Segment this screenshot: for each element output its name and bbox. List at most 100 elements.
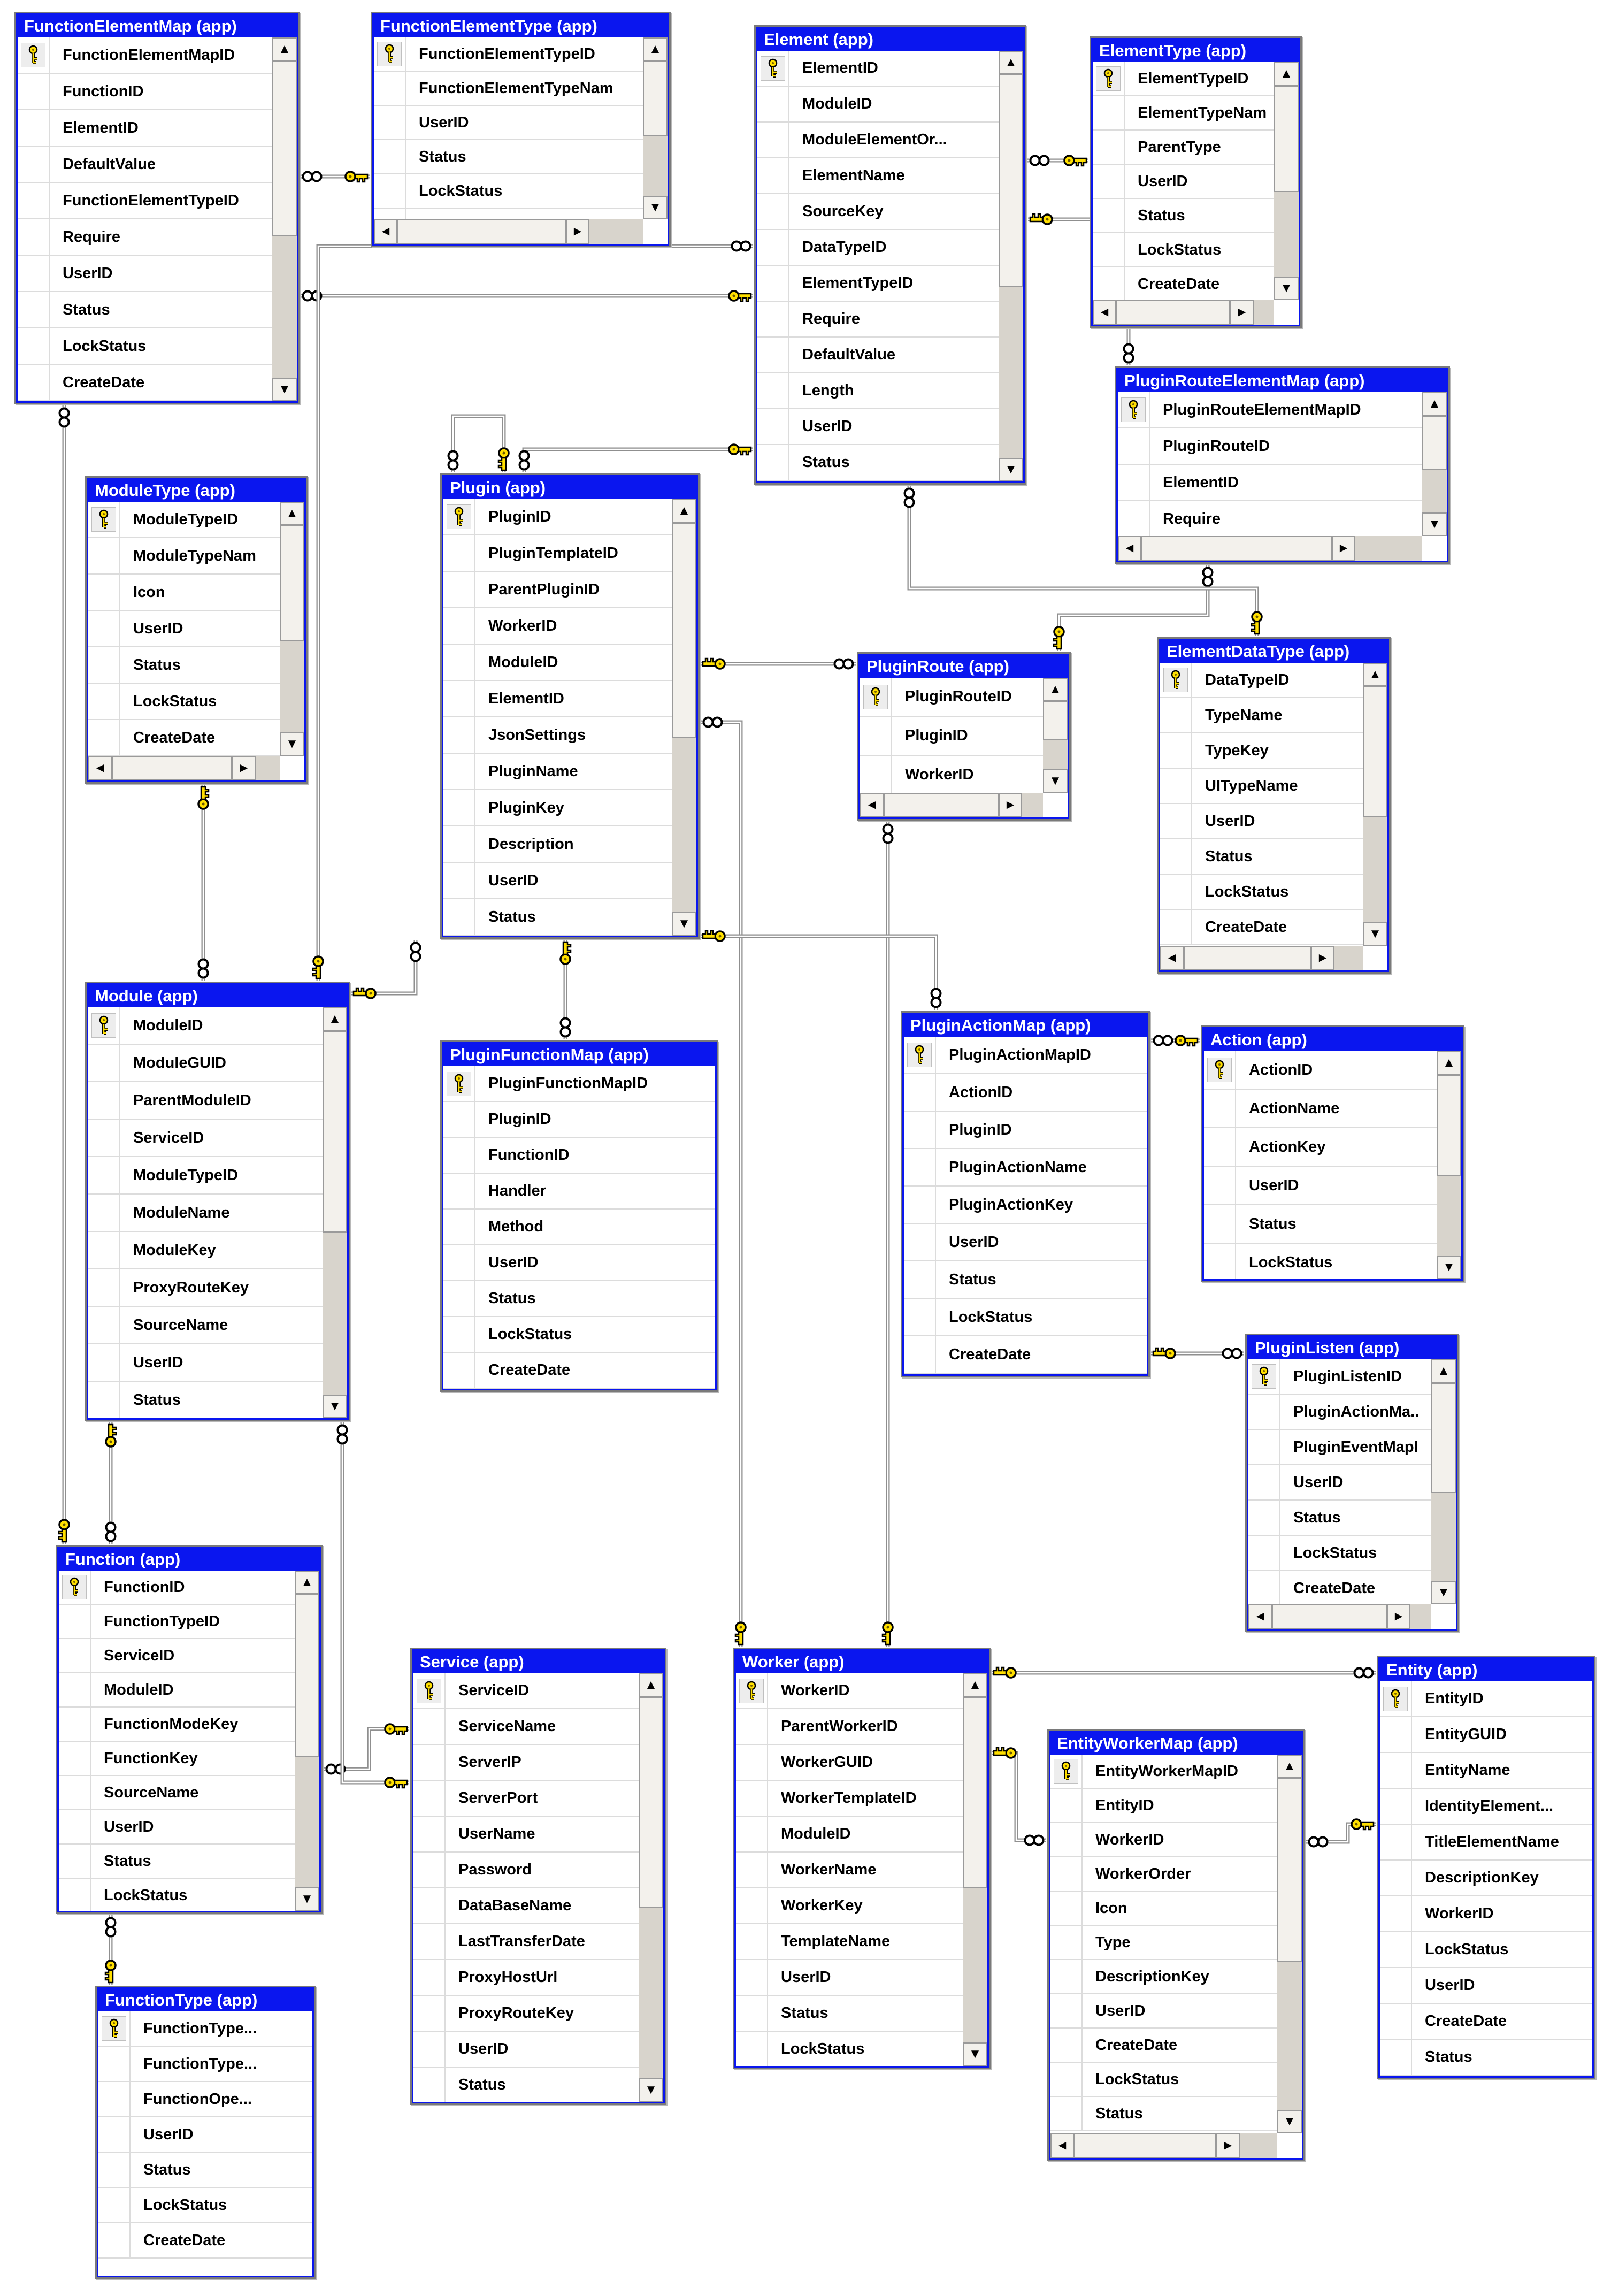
table-title-EntityWorkerMap[interactable]: EntityWorkerMap (app) (1050, 1732, 1302, 1755)
field-row-Element-DefaultValue[interactable]: DefaultValue (757, 338, 999, 373)
scroll-thumb[interactable] (1431, 1383, 1456, 1493)
field-row-Worker-UserID[interactable]: UserID (736, 1960, 963, 1996)
field-row-FunctionElementType-FunctionElementTypeID[interactable]: FunctionElementTypeID (374, 37, 643, 72)
scroll-up-button[interactable]: ▲ (1274, 62, 1299, 86)
field-row-FunctionElementMap-UserID[interactable]: UserID (18, 256, 272, 292)
field-row-PluginFunctionMap-Handler[interactable]: Handler (443, 1174, 715, 1210)
scroll-thumb[interactable] (672, 523, 696, 738)
scroll-up-button[interactable]: ▲ (643, 37, 668, 61)
table-title-Element[interactable]: Element (app) (757, 28, 1023, 51)
field-row-Service-DataBaseName[interactable]: DataBaseName (413, 1888, 639, 1924)
field-row-PluginActionMap-CreateDate[interactable]: CreateDate (904, 1336, 1147, 1374)
field-row-PluginListen-UserID[interactable]: UserID (1248, 1465, 1431, 1501)
field-row-Service-UserName[interactable]: UserName (413, 1817, 639, 1853)
field-row-ElementDataType-LockStatus[interactable]: LockStatus (1160, 875, 1363, 910)
table-title-PluginFunctionMap[interactable]: PluginFunctionMap (app) (443, 1044, 715, 1066)
field-row-Function-FunctionKey[interactable]: FunctionKey (59, 1742, 295, 1776)
field-row-Action-ActionName[interactable]: ActionName (1204, 1090, 1437, 1128)
field-row-Entity-Status[interactable]: Status (1380, 2040, 1592, 2076)
field-row-FunctionElementType-LockStatus[interactable]: LockStatus (374, 174, 643, 209)
scroll-thumb[interactable] (1272, 1604, 1387, 1629)
scroll-thumb[interactable] (1363, 686, 1387, 817)
field-row-FunctionType-FunctionType[interactable]: FunctionType... (98, 2047, 312, 2082)
table-title-Worker[interactable]: Worker (app) (736, 1651, 987, 1673)
vertical-scrollbar[interactable]: ▲▼ (1277, 1755, 1302, 2158)
scroll-left-button[interactable]: ◄ (1118, 536, 1141, 561)
field-row-EntityWorkerMap-EntityWorkerMapID[interactable]: EntityWorkerMapID (1050, 1755, 1277, 1789)
field-row-Function-LockStatus[interactable]: LockStatus (59, 1879, 295, 1911)
field-row-ElementDataType-CreateDate[interactable]: CreateDate (1160, 910, 1363, 945)
field-row-Plugin-PluginTemplateID[interactable]: PluginTemplateID (443, 535, 672, 572)
field-row-Plugin-ParentPluginID[interactable]: ParentPluginID (443, 572, 672, 608)
scroll-down-button[interactable]: ▼ (280, 732, 304, 756)
field-row-Entity-WorkerID[interactable]: WorkerID (1380, 1896, 1592, 1932)
field-row-ModuleType-Icon[interactable]: Icon (88, 575, 280, 611)
table-title-PluginListen[interactable]: PluginListen (app) (1248, 1337, 1456, 1359)
field-row-EntityWorkerMap-CreateDate[interactable]: CreateDate (1050, 2029, 1277, 2063)
scroll-right-button[interactable]: ► (999, 793, 1022, 817)
field-row-PluginRouteElementMap-ElementID[interactable]: ElementID (1118, 465, 1422, 501)
vertical-scrollbar[interactable]: ▲▼ (272, 37, 297, 401)
table-PluginFunctionMap[interactable]: PluginFunctionMap (app)PluginFunctionMap… (440, 1040, 718, 1392)
field-row-Plugin-JsonSettings[interactable]: JsonSettings (443, 717, 672, 754)
field-row-Plugin-PluginID[interactable]: PluginID (443, 499, 672, 535)
table-title-Service[interactable]: Service (app) (413, 1651, 663, 1673)
field-row-Worker-LockStatus[interactable]: LockStatus (736, 2032, 963, 2066)
field-row-PluginRoute-PluginID[interactable]: PluginID (860, 717, 1043, 756)
field-row-Element-ElementName[interactable]: ElementName (757, 158, 999, 194)
table-title-PluginRoute[interactable]: PluginRoute (app) (860, 655, 1068, 678)
scroll-down-button[interactable]: ▼ (1431, 1581, 1456, 1604)
field-row-FunctionType-FunctionOpe[interactable]: FunctionOpe... (98, 2082, 312, 2117)
field-row-PluginActionMap-LockStatus[interactable]: LockStatus (904, 1299, 1147, 1336)
field-row-Element-ElementID[interactable]: ElementID (757, 51, 999, 87)
field-row-ElementType-ParentType[interactable]: ParentType (1093, 131, 1274, 165)
scroll-up-button[interactable]: ▲ (272, 37, 297, 61)
field-row-Action-ActionKey[interactable]: ActionKey (1204, 1128, 1437, 1167)
field-row-Service-ServerPort[interactable]: ServerPort (413, 1781, 639, 1817)
field-row-Worker-WorkerName[interactable]: WorkerName (736, 1853, 963, 1888)
field-row-Module-ProxyRouteKey[interactable]: ProxyRouteKey (88, 1269, 323, 1307)
scroll-right-button[interactable]: ► (1311, 946, 1334, 970)
field-row-PluginFunctionMap-UserID[interactable]: UserID (443, 1245, 715, 1281)
table-title-FunctionElementMap[interactable]: FunctionElementMap (app) (18, 15, 297, 37)
scroll-left-button[interactable]: ◄ (88, 756, 112, 780)
field-row-ElementType-ElementTypeID[interactable]: ElementTypeID (1093, 62, 1274, 96)
field-row-Element-SourceKey[interactable]: SourceKey (757, 194, 999, 230)
field-row-Service-LastTransferDate[interactable]: LastTransferDate (413, 1924, 639, 1960)
field-row-EntityWorkerMap-Icon[interactable]: Icon (1050, 1892, 1277, 1926)
field-row-PluginFunctionMap-Status[interactable]: Status (443, 1281, 715, 1317)
field-row-Entity-EntityID[interactable]: EntityID (1380, 1681, 1592, 1717)
field-row-Module-ParentModuleID[interactable]: ParentModuleID (88, 1082, 323, 1120)
field-row-PluginRoute-PluginRouteID[interactable]: PluginRouteID (860, 678, 1043, 717)
field-row-Element-Require[interactable]: Require (757, 302, 999, 338)
field-row-Function-FunctionID[interactable]: FunctionID (59, 1571, 295, 1605)
field-row-Function-SourceName[interactable]: SourceName (59, 1776, 295, 1810)
scroll-up-button[interactable]: ▲ (1043, 678, 1068, 701)
horizontal-scrollbar[interactable]: ◄► (1093, 300, 1274, 325)
field-row-PluginActionMap-ActionID[interactable]: ActionID (904, 1074, 1147, 1112)
scroll-thumb[interactable] (1274, 86, 1299, 192)
field-row-EntityWorkerMap-Type[interactable]: Type (1050, 1926, 1277, 1960)
field-row-ElementType-ElementTypeNam[interactable]: ElementTypeNam (1093, 96, 1274, 131)
scroll-down-button[interactable]: ▼ (295, 1887, 319, 1911)
field-row-Worker-TemplateName[interactable]: TemplateName (736, 1924, 963, 1960)
scroll-left-button[interactable]: ◄ (1160, 946, 1184, 970)
field-row-EntityWorkerMap-Status[interactable]: Status (1050, 2097, 1277, 2131)
field-row-Module-SourceName[interactable]: SourceName (88, 1307, 323, 1344)
field-row-PluginListen-CreateDate[interactable]: CreateDate (1248, 1571, 1431, 1604)
field-row-ElementDataType-TypeName[interactable]: TypeName (1160, 698, 1363, 733)
table-title-Function[interactable]: Function (app) (59, 1548, 319, 1571)
field-row-Entity-DescriptionKey[interactable]: DescriptionKey (1380, 1861, 1592, 1896)
field-row-PluginFunctionMap-Method[interactable]: Method (443, 1210, 715, 1245)
scroll-down-button[interactable]: ▼ (272, 378, 297, 401)
field-row-Function-UserID[interactable]: UserID (59, 1810, 295, 1845)
scroll-down-button[interactable]: ▼ (963, 2042, 987, 2066)
field-row-Plugin-UserID[interactable]: UserID (443, 863, 672, 899)
scroll-thumb[interactable] (280, 525, 304, 641)
